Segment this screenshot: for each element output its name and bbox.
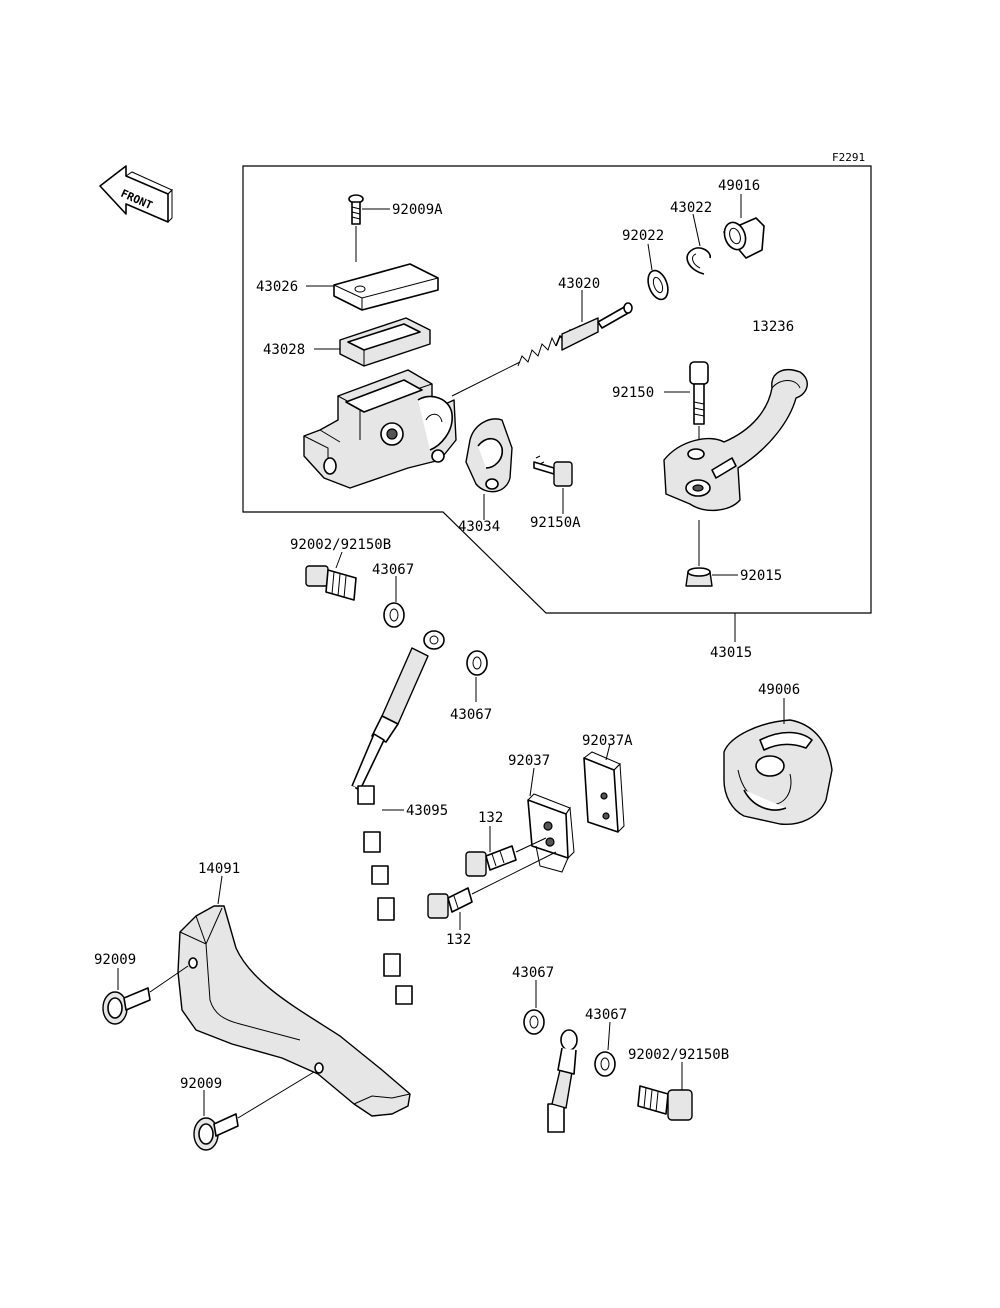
bracket-92037A [583, 751, 625, 833]
label-92009A: 92009A [392, 202, 443, 218]
label-43020: 43020 [558, 276, 600, 292]
master-cylinder-body [303, 369, 457, 489]
bolt-92150A [533, 455, 573, 487]
label-92002-92150B-bottom: 92002/92150B [628, 1047, 729, 1063]
label-92150: 92150 [612, 385, 654, 401]
cover-49006 [723, 719, 833, 825]
bolt-92009-a [102, 965, 189, 1025]
label-13236: 13236 [752, 319, 794, 335]
label-92015: 92015 [740, 568, 782, 584]
clutch-hose-43095 [347, 630, 578, 1144]
washer-92022 [647, 269, 669, 301]
washer-43067-a [383, 602, 405, 628]
label-92002-92150B-top: 92002/92150B [290, 537, 391, 553]
front-arrow-icon: FRONT [99, 165, 173, 223]
boot-49016 [723, 217, 765, 259]
label-43034: 43034 [458, 519, 500, 535]
reservoir-cap-43026 [333, 263, 439, 311]
label-43028: 43028 [263, 342, 305, 358]
washer-43067-d [594, 1051, 616, 1077]
washer-43067-b [466, 650, 488, 676]
label-132-b: 132 [446, 932, 471, 948]
nut-92015 [685, 520, 713, 587]
bolt-132-a [465, 837, 547, 877]
guard-14091 [177, 905, 411, 1117]
label-92037A: 92037A [582, 733, 633, 749]
label-43067-a: 43067 [372, 562, 414, 578]
label-43067-b: 43067 [450, 707, 492, 723]
banjo-bolt-92002-92150B-top [305, 565, 357, 601]
label-43095: 43095 [406, 803, 448, 819]
bolt-92009-b [193, 1071, 315, 1151]
reference-code: F2291 [832, 151, 865, 164]
piston-spring-43020 [517, 302, 633, 367]
label-14091: 14091 [198, 861, 240, 877]
bracket-92037 [527, 793, 575, 873]
label-92022: 92022 [622, 228, 664, 244]
label-92150A: 92150A [530, 515, 581, 531]
clamp-43034 [465, 418, 513, 493]
label-132-a: 132 [478, 810, 503, 826]
label-92037: 92037 [508, 753, 550, 769]
label-43067-d: 43067 [585, 1007, 627, 1023]
label-92009-a: 92009 [94, 952, 136, 968]
label-49006: 49006 [758, 682, 800, 698]
banjo-bolt-92002-92150B-bottom [637, 1085, 693, 1121]
label-43026: 43026 [256, 279, 298, 295]
pivot-bolt-92150 [689, 361, 709, 448]
diaphragm-43028 [339, 317, 431, 367]
screw-92009A [348, 194, 364, 262]
washer-43067-c [523, 1009, 545, 1035]
assembly-frame [242, 165, 872, 614]
bolt-132-b [427, 851, 557, 919]
label-43015: 43015 [710, 645, 752, 661]
label-49016: 49016 [718, 178, 760, 194]
label-92009-b: 92009 [180, 1076, 222, 1092]
label-43067-c: 43067 [512, 965, 554, 981]
label-43022: 43022 [670, 200, 712, 216]
clutch-lever-13236 [663, 369, 808, 511]
circlip-43022 [686, 247, 711, 275]
